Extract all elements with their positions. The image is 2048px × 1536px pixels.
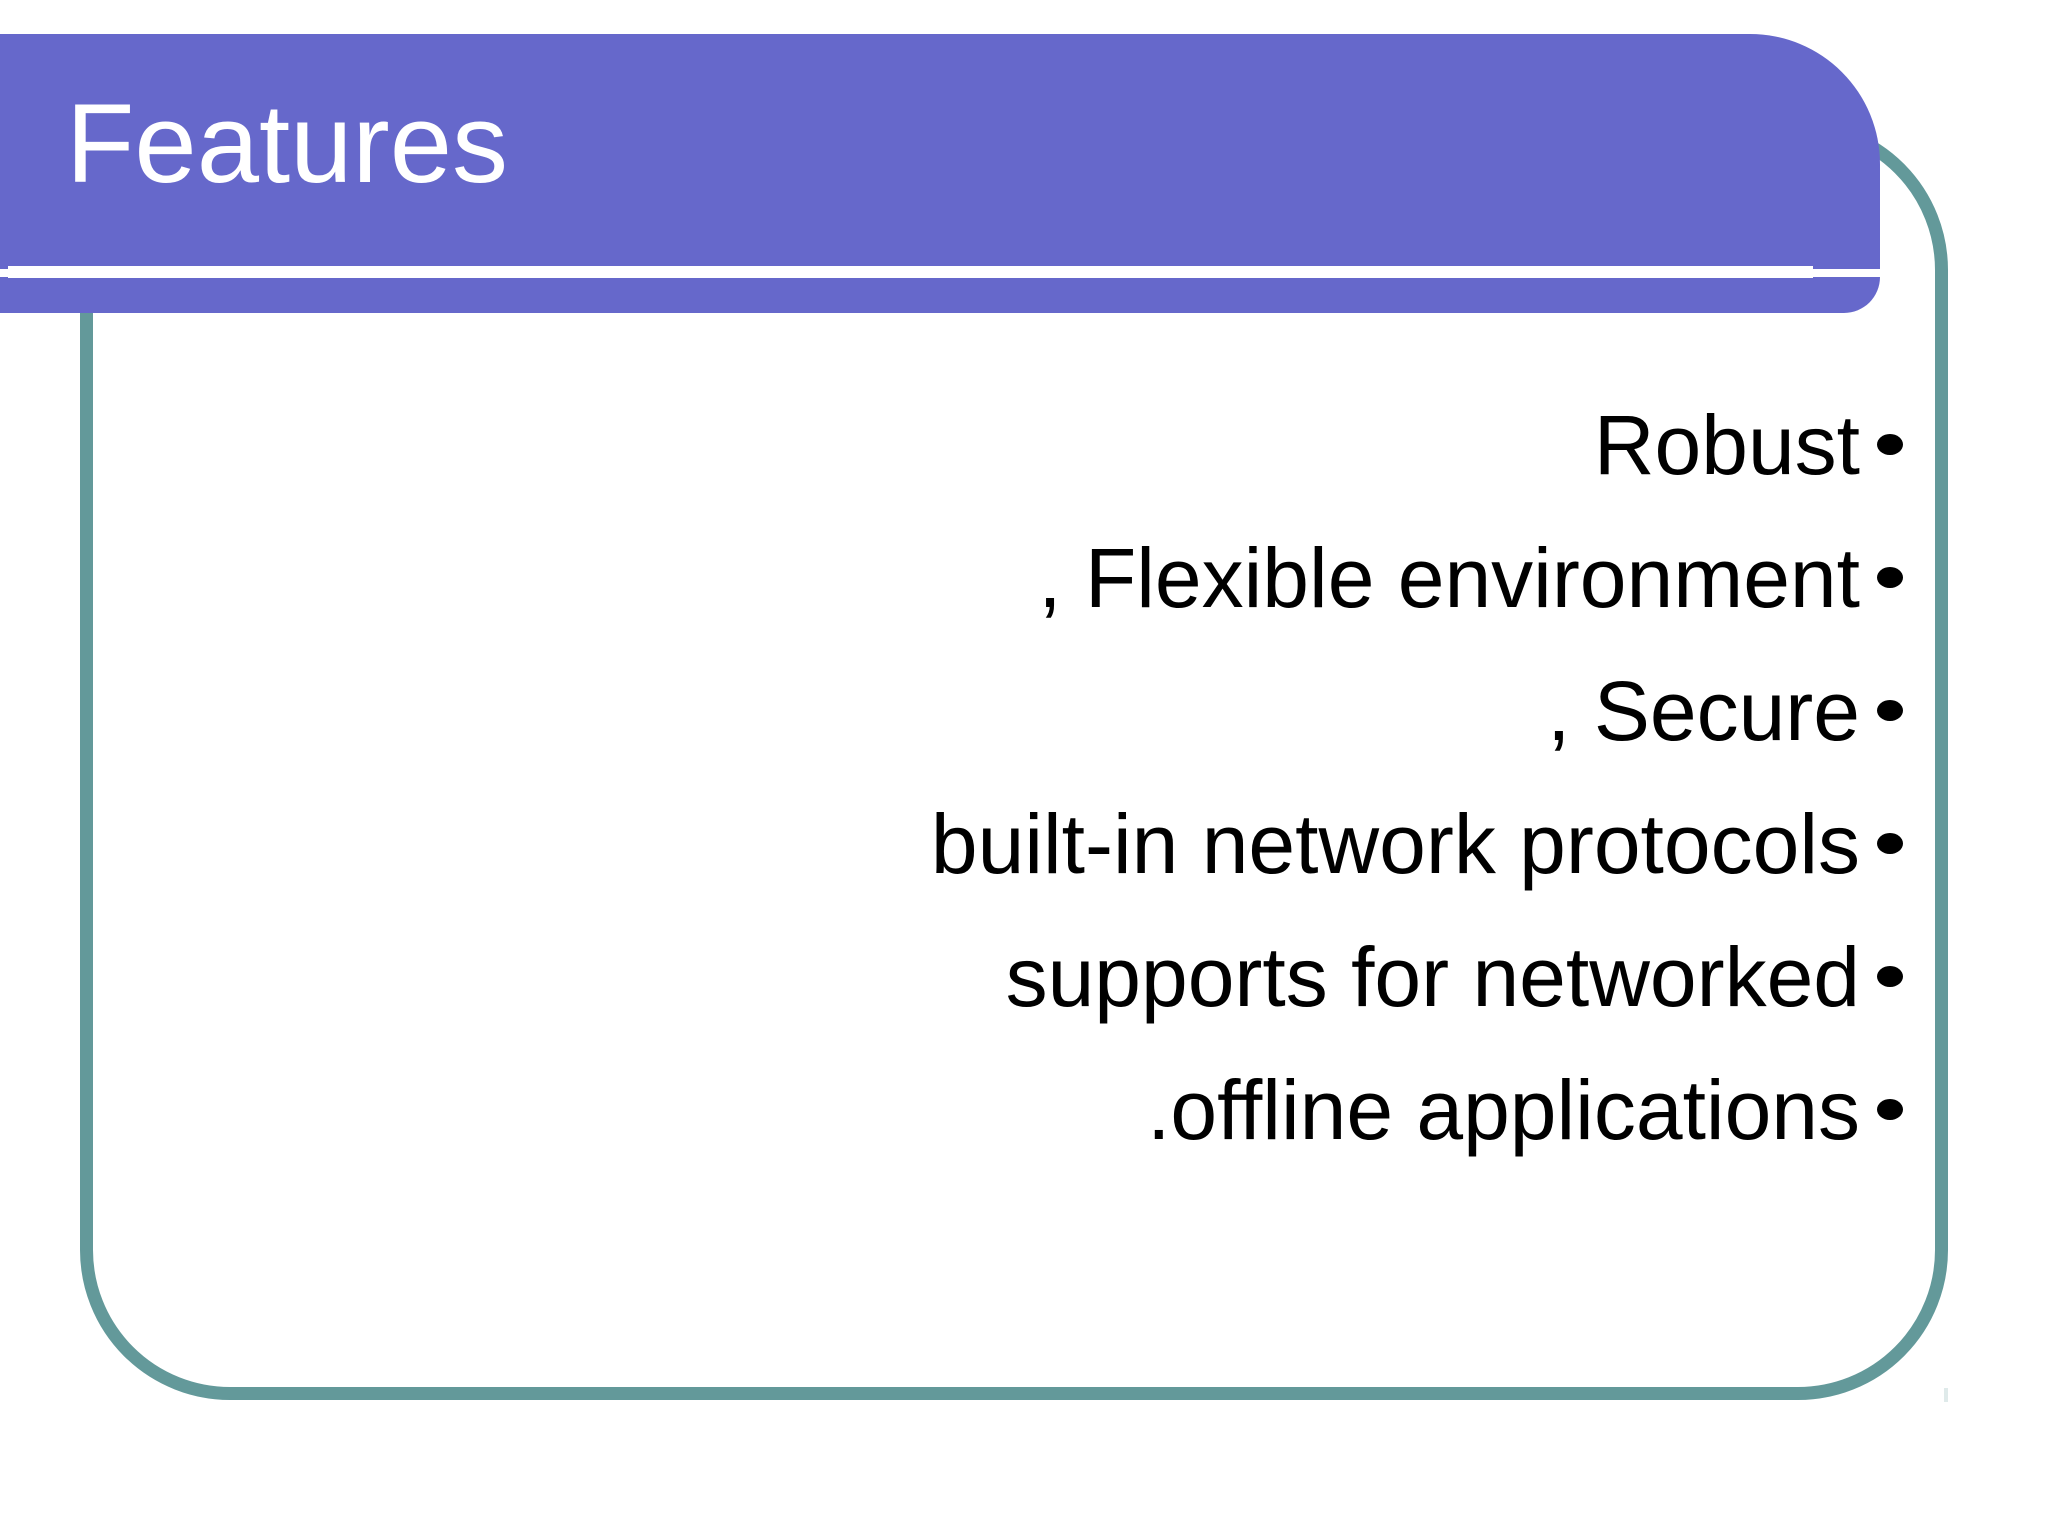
- bullet-dot-icon: [1860, 833, 1920, 854]
- bullet-text: , Secure: [1547, 663, 1860, 758]
- title-banner: [0, 34, 1880, 269]
- bullet-dot-icon: [1860, 567, 1920, 588]
- bullet-dot-icon: [1860, 700, 1920, 721]
- list-item[interactable]: , Secure: [120, 644, 1920, 777]
- bullet-list: Robust , Flexible environment , Secure b…: [120, 378, 1920, 1176]
- bullet-text: .offline applications: [1147, 1062, 1860, 1157]
- corner-tick-mark: [1944, 1388, 1948, 1402]
- list-item[interactable]: supports for networked: [120, 910, 1920, 1043]
- list-item[interactable]: .offline applications: [120, 1043, 1920, 1176]
- slide-title: Features: [66, 81, 508, 206]
- bullet-text: built-in network protocols: [930, 796, 1860, 891]
- title-banner-accent-bar: [0, 277, 1880, 313]
- bullet-text: Robust: [1593, 397, 1860, 492]
- bullet-text: supports for networked: [1005, 929, 1860, 1024]
- list-item[interactable]: built-in network protocols: [120, 777, 1920, 910]
- list-item[interactable]: , Flexible environment: [120, 511, 1920, 644]
- title-underline-rule: [8, 266, 1813, 278]
- bullet-text: , Flexible environment: [1038, 530, 1860, 625]
- bullet-dot-icon: [1860, 434, 1920, 455]
- list-item[interactable]: Robust: [120, 378, 1920, 511]
- bullet-dot-icon: [1860, 966, 1920, 987]
- bullet-dot-icon: [1860, 1099, 1920, 1120]
